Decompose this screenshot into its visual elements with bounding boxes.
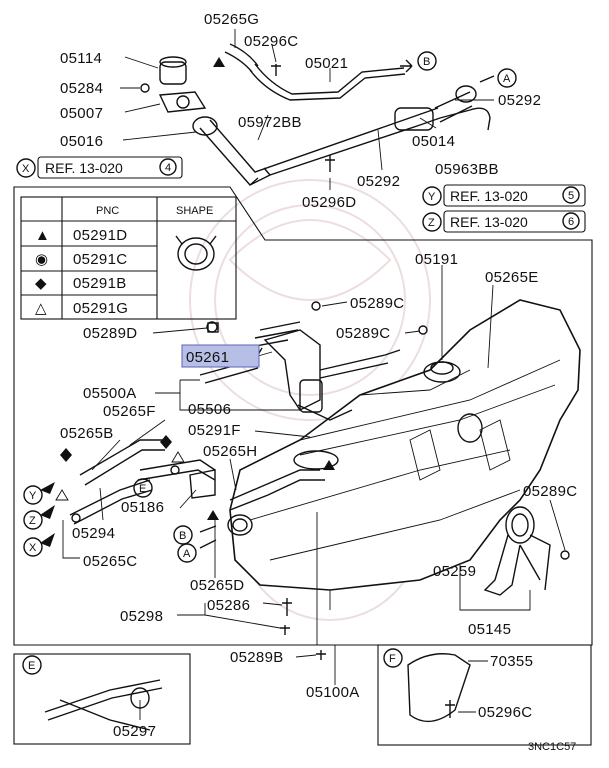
label-05016: 05016: [60, 133, 103, 150]
legend-symbol-triangle: ▲: [35, 227, 50, 244]
callout-inset-F: F: [389, 653, 396, 665]
label-05265D: 05265D: [190, 577, 244, 594]
legend-pnc-05291D: 05291D: [73, 227, 127, 244]
callout-Y: Y: [29, 490, 37, 502]
label-05296D: 05296D: [302, 194, 356, 211]
ref-y-num: 5: [568, 190, 574, 202]
fuel-pump-module: [199, 321, 401, 421]
label-70355: 70355: [490, 653, 533, 670]
label-05145: 05145: [468, 621, 511, 638]
diagram-code: 3NC1C57: [528, 741, 576, 753]
ref-y-letter: Y: [428, 191, 436, 203]
legend-header-shape: SHAPE: [176, 205, 213, 217]
label-05265G: 05265G: [204, 11, 259, 28]
label-05100A: 05100A: [306, 684, 360, 701]
legend-table: [20, 196, 237, 320]
label-05289C-b: 05289C: [336, 325, 390, 342]
label-05291F: 05291F: [188, 422, 241, 439]
label-05963BB: 05963BB: [435, 161, 499, 178]
label-05289B: 05289B: [230, 649, 284, 666]
inset-frames: [13, 644, 592, 746]
label-05286: 05286: [207, 597, 250, 614]
ref-y-text: REF. 13-020: [450, 188, 528, 204]
legend-pnc-05291C: 05291C: [73, 251, 127, 268]
legend-symbol-open-triangle: △: [35, 300, 47, 317]
vent-hoses: [69, 439, 325, 525]
callout-B-top: B: [423, 56, 430, 68]
label-05506: 05506: [188, 401, 231, 418]
label-05298: 05298: [120, 608, 163, 625]
label-05191: 05191: [415, 251, 458, 268]
hardware: [207, 301, 428, 660]
legend-symbol-circle: ◉: [35, 251, 48, 268]
legend-text: PNC SHAPE ▲ 05291D ◉ 05291C ◆ 05291B △ 0…: [35, 205, 213, 317]
ref-z-num: 6: [568, 216, 574, 228]
label-05265B: 05265B: [60, 425, 114, 442]
label-05265H: 05265H: [203, 443, 257, 460]
reference-boxes: X REF. 13-020 4 Y REF. 13-020 5 Z REF. 1…: [16, 156, 586, 233]
callout-inset-E: E: [28, 660, 35, 672]
label-05296C-top: 05296C: [244, 33, 298, 50]
label-05259: 05259: [433, 563, 476, 580]
ref-z-letter: Z: [428, 217, 435, 229]
callout-A-top: A: [503, 73, 511, 85]
ref-x-num: 4: [165, 162, 171, 174]
direction-arrows: [40, 57, 495, 549]
letter-callouts: B A E B A Y Z X E F: [22, 51, 517, 675]
callout-B: B: [179, 530, 186, 542]
label-05972BB: 05972BB: [238, 114, 302, 131]
ref-x-text: REF. 13-020: [45, 160, 123, 176]
legend-pnc-05291B: 05291B: [73, 275, 127, 292]
legend-symbol-diamond: ◆: [35, 275, 47, 292]
label-05265C: 05265C: [83, 553, 137, 570]
main-frame: [13, 186, 593, 646]
filler-neck-assembly: [140, 43, 491, 186]
label-05296C-f: 05296C: [478, 704, 532, 721]
callout-X: X: [29, 542, 37, 554]
label-05289C-c: 05289C: [523, 483, 577, 500]
fuel-tank: [227, 299, 581, 610]
label-05265E: 05265E: [485, 269, 539, 286]
label-05289C-a: 05289C: [350, 295, 404, 312]
label-05114: 05114: [60, 50, 102, 67]
label-05500A: 05500A: [83, 385, 137, 402]
legend-pnc-05291G: 05291G: [73, 300, 128, 317]
label-05294: 05294: [72, 525, 115, 542]
label-05284: 05284: [60, 80, 103, 97]
callout-E: E: [139, 483, 146, 495]
label-05021: 05021: [305, 55, 348, 72]
label-05289D: 05289D: [83, 325, 137, 342]
label-05292-mid: 05292: [357, 173, 400, 190]
label-05292-top: 05292: [498, 92, 541, 109]
callout-Z: Z: [29, 515, 36, 527]
callout-A: A: [183, 548, 191, 560]
label-05007: 05007: [60, 105, 103, 122]
leader-lines: [62, 29, 566, 720]
label-05261: 05261: [186, 349, 229, 366]
label-05297: 05297: [113, 723, 156, 740]
ref-z-text: REF. 13-020: [450, 214, 528, 230]
label-05265F: 05265F: [103, 403, 156, 420]
highlight-05261: [181, 344, 260, 368]
part-labels: 05265G 05296C 05114 05021 05284 05292 05…: [60, 11, 577, 740]
label-05014: 05014: [412, 133, 455, 150]
ref-x-letter: X: [22, 163, 30, 175]
legend-header-pnc: PNC: [96, 205, 119, 217]
fuel-sender-unit: [483, 506, 570, 596]
label-05186: 05186: [121, 499, 164, 516]
